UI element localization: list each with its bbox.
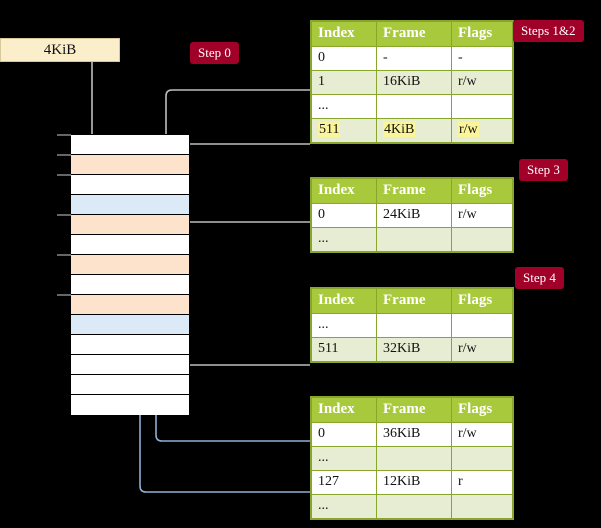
table-row: ... xyxy=(311,94,513,119)
cell-frame xyxy=(376,313,452,338)
memory-row-10 xyxy=(71,335,189,355)
memory-row-11 xyxy=(71,355,189,375)
memory-row-1 xyxy=(57,154,189,175)
cell-index: ... xyxy=(311,446,377,471)
memory-row-5 xyxy=(71,235,189,255)
cell-index: ... xyxy=(311,494,377,519)
column-header-frame: Frame xyxy=(376,397,452,423)
memory-column xyxy=(57,134,190,415)
cell-flags xyxy=(451,313,513,338)
table-row: ... xyxy=(311,494,513,519)
cell-frame: 4KiB xyxy=(376,118,452,143)
column-header-frame: Frame xyxy=(376,178,452,204)
cell-index: ... xyxy=(311,94,377,119)
badge-step-3: Step 3 xyxy=(519,159,568,181)
cell-flags: r/w xyxy=(451,203,513,228)
memory-row-8 xyxy=(57,294,189,315)
cell-frame xyxy=(376,494,452,519)
cell-index: 127 xyxy=(311,470,377,495)
cell-index: ... xyxy=(311,227,377,252)
cell-index: 511 xyxy=(311,337,377,362)
cell-frame: 16KiB xyxy=(376,70,452,95)
memory-row-7 xyxy=(71,275,189,295)
arrow-t3row511-to-mem xyxy=(170,298,310,366)
cell-index: ... xyxy=(311,313,377,338)
arrow-t2-lead xyxy=(171,221,310,257)
cell-frame: 32KiB xyxy=(376,337,452,362)
cell-flags: - xyxy=(451,46,513,71)
badge-steps-1-2: Steps 1&2 xyxy=(513,20,584,42)
memory-row-12 xyxy=(71,375,189,395)
cell-index: 511 xyxy=(311,118,377,143)
badge-step-4: Step 4 xyxy=(515,267,564,289)
column-header-index: Index xyxy=(311,178,377,204)
column-header-flags: Flags xyxy=(451,288,513,314)
table-row: ... xyxy=(311,313,513,338)
memory-row-4 xyxy=(57,214,189,235)
cell-flags: r xyxy=(451,470,513,495)
cell-frame: - xyxy=(376,46,452,71)
memory-row-tick-2 xyxy=(57,174,71,176)
memory-row-3 xyxy=(71,195,189,215)
cell-index: 0 xyxy=(311,46,377,71)
cell-frame: 24KiB xyxy=(376,203,452,228)
cell-flags xyxy=(451,494,513,519)
source-size-label: 4KiB xyxy=(43,41,77,58)
column-header-flags: Flags xyxy=(451,178,513,204)
column-header-index: Index xyxy=(311,21,377,47)
memory-row-9 xyxy=(71,315,189,335)
memory-row-tick-8 xyxy=(57,294,71,296)
column-header-frame: Frame xyxy=(376,288,452,314)
cell-index: 0 xyxy=(311,203,377,228)
column-header-flags: Flags xyxy=(451,21,513,47)
memory-row-6 xyxy=(57,254,189,275)
cell-flags: r/w xyxy=(451,118,513,143)
cell-flags xyxy=(451,227,513,252)
memory-row-tick-4 xyxy=(57,214,71,216)
memory-row-tick-0 xyxy=(57,134,71,136)
column-header-index: Index xyxy=(311,288,377,314)
table-row: ... xyxy=(311,446,513,471)
memory-row-0 xyxy=(57,134,189,155)
cell-frame xyxy=(376,94,452,119)
source-size-box: 4KiB xyxy=(0,38,120,62)
table-row: ... xyxy=(311,227,513,252)
cell-index: 0 xyxy=(311,422,377,447)
column-header-frame: Frame xyxy=(376,21,452,47)
table-row: 0-- xyxy=(311,46,513,71)
cell-index: 1 xyxy=(311,70,377,95)
cell-flags xyxy=(451,446,513,471)
cell-frame: 12KiB xyxy=(376,470,452,495)
memory-row-13 xyxy=(71,395,189,415)
cell-frame xyxy=(376,227,452,252)
memory-row-tick-6 xyxy=(57,254,71,256)
cell-flags: r/w xyxy=(451,337,513,362)
cell-flags: r/w xyxy=(451,422,513,447)
cell-flags: r/w xyxy=(451,70,513,95)
cell-flags xyxy=(451,94,513,119)
memory-row-2 xyxy=(57,174,189,195)
cell-frame xyxy=(376,446,452,471)
badge-step-0: Step 0 xyxy=(190,42,239,64)
column-header-index: Index xyxy=(311,397,377,423)
column-header-flags: Flags xyxy=(451,397,513,423)
cell-frame: 36KiB xyxy=(376,422,452,447)
memory-row-tick-1 xyxy=(57,154,71,156)
